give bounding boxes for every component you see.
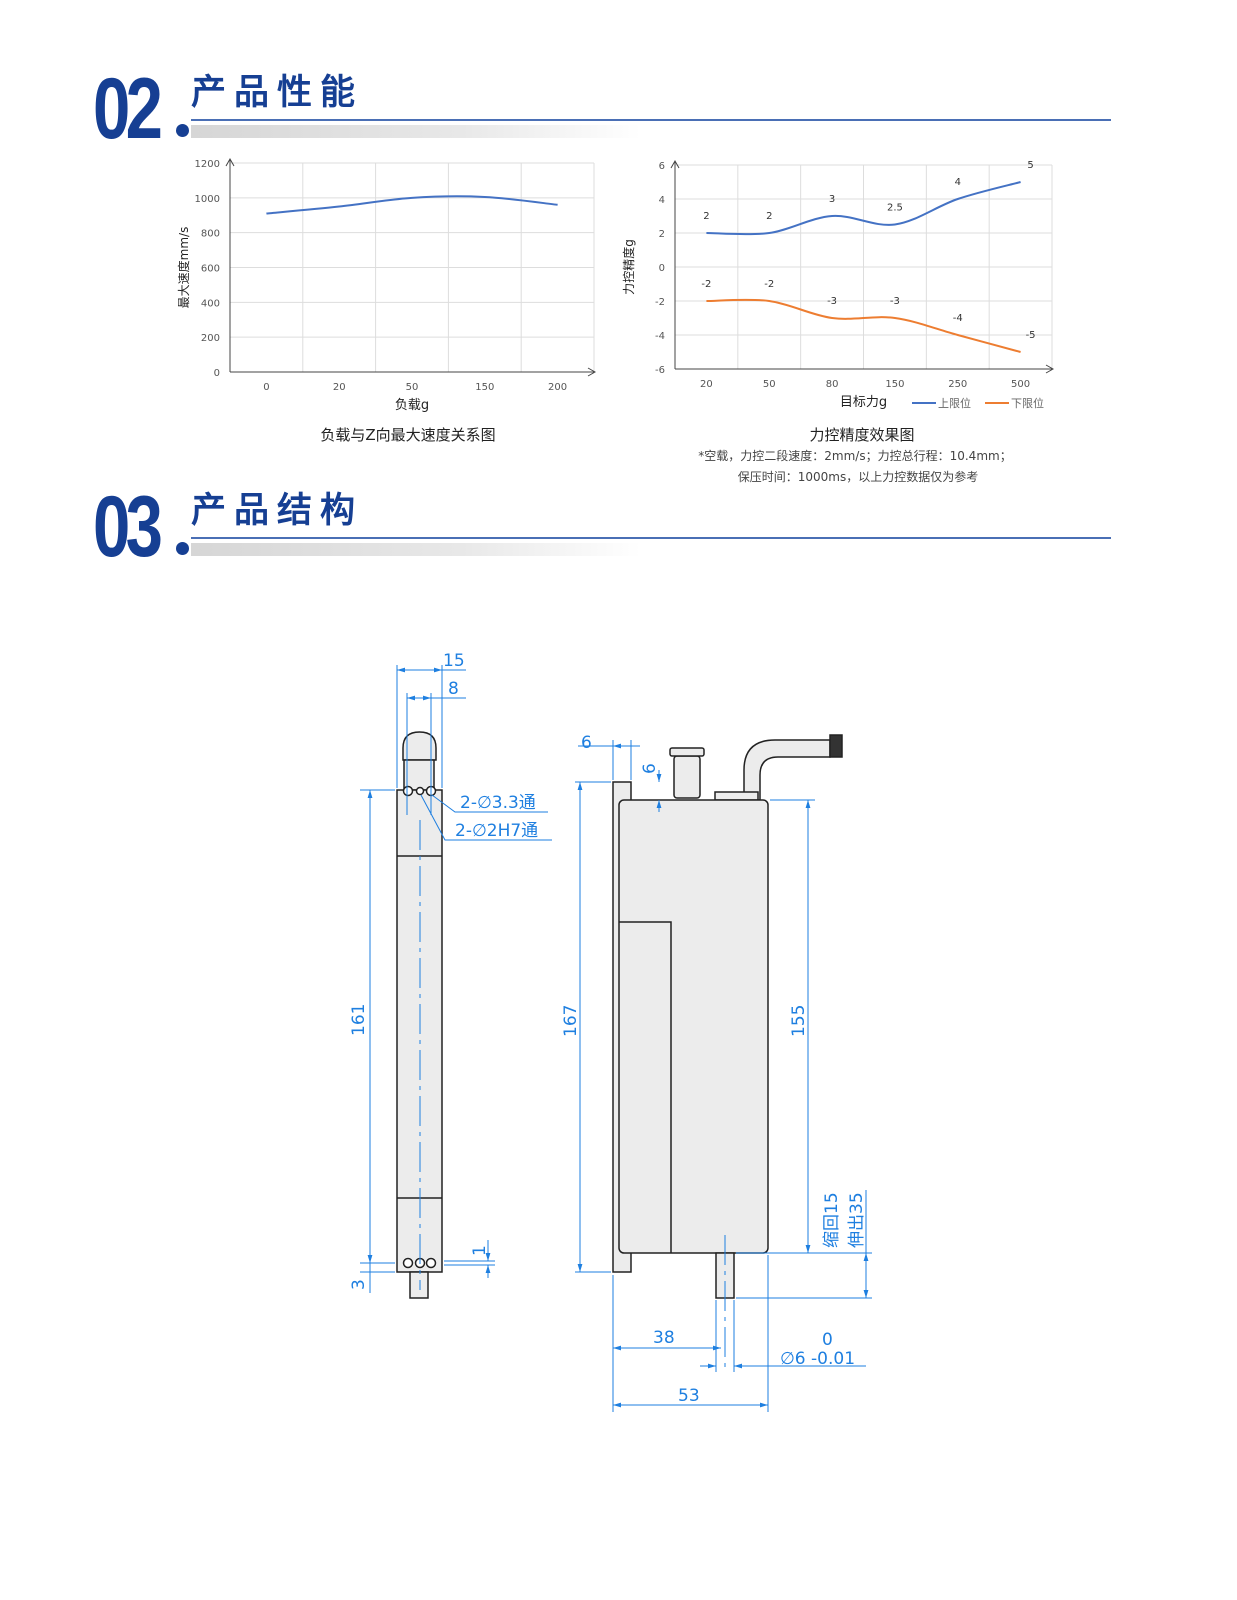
- air-fitting: [673, 755, 701, 799]
- x-tick-label: 50: [763, 379, 776, 390]
- y-axis-label: 最大速度mm/s: [176, 227, 191, 309]
- hole-label-1: 2-∅3.3通: [460, 793, 536, 813]
- y-axis-arrow: [225, 157, 235, 167]
- dim-155: 155: [789, 1005, 809, 1037]
- series-line-1: [706, 298, 1021, 353]
- series-line-0: [706, 181, 1021, 236]
- data-label: -3: [827, 296, 837, 307]
- x-axis-arrow: [587, 367, 597, 377]
- top-fitting: [403, 759, 435, 791]
- data-label: 2: [703, 211, 709, 222]
- section-title: 产品结构: [191, 491, 364, 531]
- x-tick-label: 20: [333, 382, 346, 393]
- y-tick-label: -6: [655, 365, 665, 376]
- main-body: [618, 799, 769, 1254]
- y-tick-label: -2: [655, 297, 665, 308]
- speed-chart-title: 负载与Z向最大速度关系图: [320, 426, 496, 444]
- section-title: 产品性能: [191, 73, 364, 113]
- y-tick-label: 2: [659, 229, 665, 240]
- dim-1: 1: [470, 1245, 490, 1256]
- side-shaft: [409, 1271, 429, 1299]
- force-chart: -6 -4 -2 0 2 4 6 20 50 80 150 250 500 2 2 3 2.5 4 5 -2 -2 -3 -…: [621, 159, 1055, 410]
- stroke-extend: 伸出35: [847, 1192, 867, 1248]
- cable-elbow: [743, 739, 831, 801]
- data-label: 4: [955, 177, 961, 188]
- y-tick-label: 400: [201, 298, 220, 309]
- shaft-tol-upper: 0: [822, 1330, 833, 1350]
- dim-8: 8: [448, 679, 459, 699]
- x-tick-label: 150: [475, 382, 494, 393]
- data-label: -5: [1026, 330, 1036, 341]
- y-tick-label: 6: [659, 161, 665, 172]
- dimension-labels: 15 8 2-∅3.3通 2-∅2H7通 161 3 1 6 6 167 155…: [349, 651, 867, 1406]
- dim-6-h: 6: [581, 733, 592, 753]
- hole-label-2: 2-∅2H7通: [455, 821, 538, 841]
- data-label: 3: [829, 194, 835, 205]
- dim-53: 53: [678, 1386, 700, 1406]
- dim-6-v: 6: [640, 763, 660, 774]
- section-number: 03: [93, 479, 163, 575]
- dim-161: 161: [349, 1004, 369, 1036]
- dim-167: 167: [561, 1005, 581, 1037]
- x-axis-label: 负载g: [395, 398, 429, 413]
- data-label: -2: [701, 279, 711, 290]
- dim-3: 3: [349, 1279, 369, 1290]
- x-tick-label: 50: [406, 382, 419, 393]
- section-divider: [191, 537, 1111, 539]
- data-label: 5: [1027, 160, 1033, 171]
- stroke-retract: 缩回15: [822, 1192, 842, 1248]
- section-number: 02: [93, 61, 163, 157]
- y-tick-label: 800: [201, 229, 220, 240]
- data-label: 2: [766, 211, 772, 222]
- speed-chart: 0 200 400 600 800 1000 1200 0 20 50 150 200 负载g 最大速度m…: [176, 157, 597, 413]
- x-tick-label: 150: [885, 379, 904, 390]
- x-tick-label: 80: [826, 379, 839, 390]
- cable-base: [714, 791, 759, 801]
- shaft-diameter: ∅6 -0.01: [780, 1349, 855, 1369]
- y-tick-label: 200: [201, 333, 220, 344]
- data-label: -3: [890, 296, 900, 307]
- front-view: [612, 734, 843, 1299]
- x-axis-label: 目标力g: [840, 395, 887, 410]
- cable-connector: [829, 734, 843, 758]
- x-axis-arrow: [1045, 364, 1055, 374]
- section-dot: [176, 542, 189, 555]
- x-tick-label: 250: [948, 379, 967, 390]
- y-tick-label: -4: [655, 331, 665, 342]
- force-chart-note-2: 保压时间：1000ms，以上力控数据仅为参考: [737, 470, 979, 484]
- section-dot: [176, 124, 189, 137]
- legend-label: 下限位: [1011, 396, 1044, 410]
- y-tick-label: 0: [659, 263, 665, 274]
- legend-label: 上限位: [938, 396, 971, 410]
- y-tick-label: 1000: [195, 194, 220, 205]
- force-chart-note-1: *空载，力控二段速度：2mm/s；力控总行程：10.4mm；: [698, 449, 1012, 463]
- y-tick-label: 0: [214, 368, 220, 379]
- top-cap: [402, 731, 437, 761]
- x-tick-label: 20: [700, 379, 713, 390]
- dim-15: 15: [443, 651, 465, 671]
- section-divider: [191, 119, 1111, 121]
- data-label: 2.5: [887, 203, 903, 214]
- data-label: -2: [764, 279, 774, 290]
- force-chart-title: 力控精度效果图: [809, 426, 915, 444]
- section-bar: [191, 543, 641, 556]
- dim-38: 38: [653, 1328, 675, 1348]
- y-axis-arrow: [670, 159, 680, 169]
- x-tick-label: 200: [548, 382, 567, 393]
- y-tick-label: 4: [659, 195, 665, 206]
- x-tick-label: 0: [263, 382, 269, 393]
- series-line-0: [266, 195, 558, 215]
- dimension-lines: [360, 665, 872, 1412]
- y-tick-label: 1200: [195, 159, 220, 170]
- y-tick-label: 600: [201, 264, 220, 275]
- section-bar: [191, 125, 641, 138]
- data-label: -4: [953, 313, 963, 324]
- y-axis-label: 力控精度g: [621, 239, 636, 295]
- x-tick-label: 500: [1011, 379, 1030, 390]
